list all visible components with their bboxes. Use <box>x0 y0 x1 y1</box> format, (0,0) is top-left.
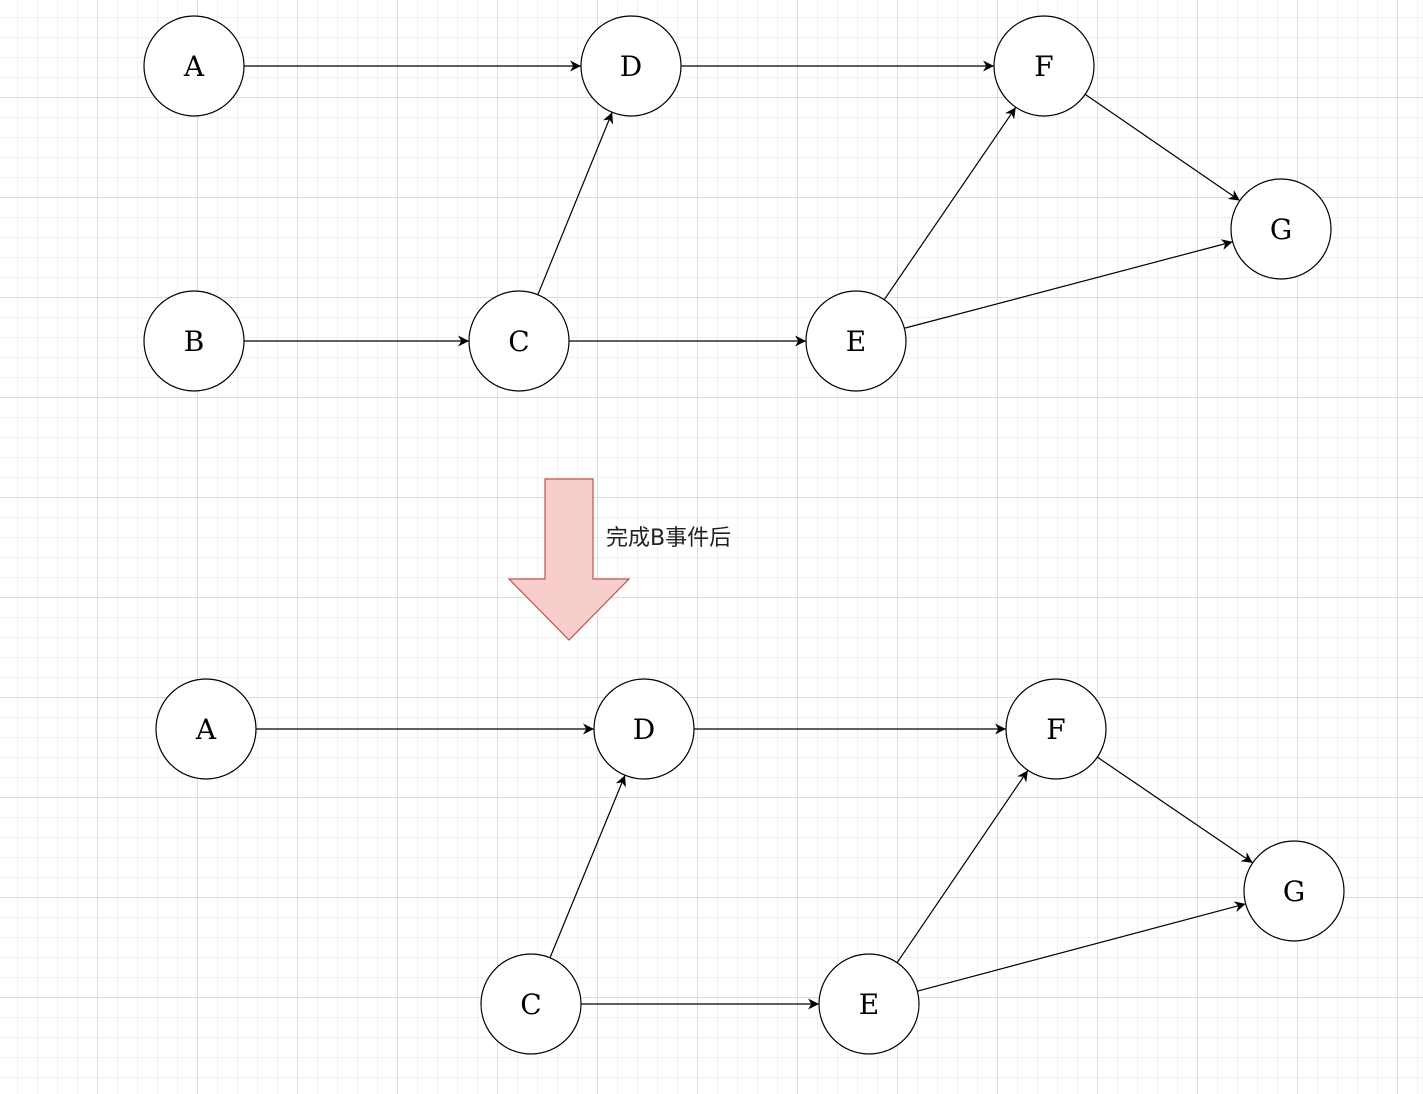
node-label: D <box>620 50 642 83</box>
node-before-a: A <box>143 15 245 117</box>
graph-after: A C D E F G <box>155 678 1345 1055</box>
node-circle <box>580 15 682 117</box>
edge-after-c-d <box>549 775 626 958</box>
node-after-c: C <box>480 953 582 1055</box>
node-circle <box>480 953 582 1055</box>
edge-before-f-g <box>1084 93 1241 202</box>
node-circle <box>818 953 920 1055</box>
node-label: B <box>184 325 205 358</box>
edge-before-c-d <box>537 112 614 295</box>
node-label: F <box>1046 713 1065 746</box>
edge-before-e-f <box>883 106 1017 301</box>
node-before-e: E <box>805 290 907 392</box>
node-label: E <box>859 988 879 1021</box>
node-after-a: A <box>155 678 257 780</box>
graph-before: A B C D E F G <box>143 15 1332 392</box>
node-circle <box>143 15 245 117</box>
node-circle <box>593 678 695 780</box>
node-circle <box>1243 840 1345 942</box>
node-before-f: F <box>993 15 1095 117</box>
node-before-g: G <box>1230 178 1332 280</box>
node-after-g: G <box>1243 840 1345 942</box>
node-label: C <box>508 325 529 358</box>
node-circle <box>805 290 907 392</box>
edge-after-e-f <box>896 770 1029 963</box>
node-circle <box>1005 678 1107 780</box>
node-circle <box>468 290 570 392</box>
edge-after-e-g <box>917 901 1246 992</box>
transition-caption: 完成B事件后 <box>606 526 732 551</box>
node-after-d: D <box>593 678 695 780</box>
edge-after-f-g <box>1096 756 1254 864</box>
node-label: G <box>1283 875 1305 908</box>
node-label: D <box>633 713 655 746</box>
node-label: A <box>195 713 217 746</box>
node-circle <box>993 15 1095 117</box>
node-circle <box>143 290 245 392</box>
transition-arrow-icon <box>507 478 631 641</box>
node-label: E <box>846 325 866 358</box>
node-after-f: F <box>1005 678 1107 780</box>
node-label: F <box>1034 50 1053 83</box>
node-before-b: B <box>143 290 245 392</box>
node-circle <box>155 678 257 780</box>
node-label: C <box>520 988 541 1021</box>
node-before-d: D <box>580 15 682 117</box>
node-label: A <box>183 50 205 83</box>
edge-before-e-g <box>904 239 1233 329</box>
node-circle <box>1230 178 1332 280</box>
node-before-c: C <box>468 290 570 392</box>
node-label: G <box>1270 213 1292 246</box>
node-after-e: E <box>818 953 920 1055</box>
